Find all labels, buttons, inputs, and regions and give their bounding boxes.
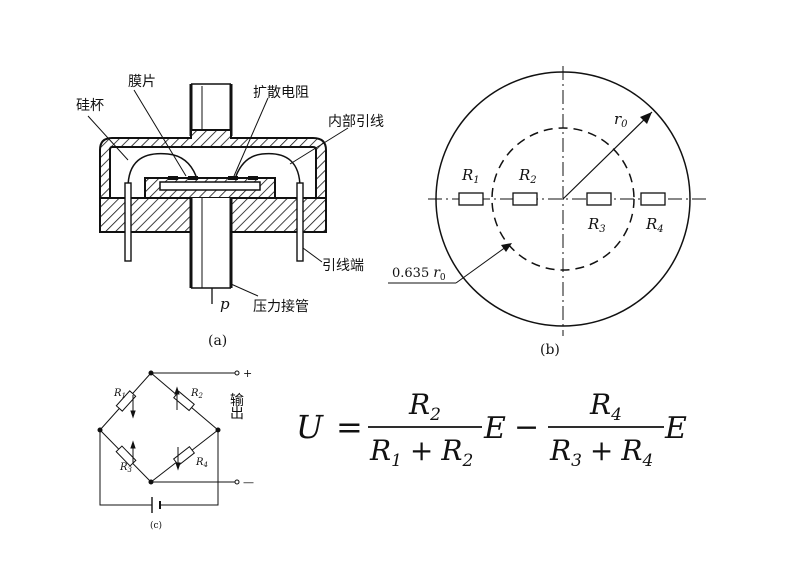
resistor-r4 bbox=[640, 192, 666, 206]
caption-a: (a) bbox=[208, 333, 227, 349]
pressure-tube bbox=[189, 198, 233, 304]
supply-line-right bbox=[160, 430, 219, 506]
bridge-resistor-r1 bbox=[115, 390, 137, 412]
bridge-r4-label: R4 bbox=[195, 457, 208, 469]
resistor-r1-label: R1 bbox=[461, 166, 480, 186]
panel-a-sensor-cross-section: 硅杯 膜片 扩散电阻 内部引线 引线端 压力接管 p (a) bbox=[76, 74, 384, 349]
term1-factor: E bbox=[483, 411, 506, 446]
strain-arrowhead bbox=[130, 440, 136, 449]
term1-denominator: R1+R2 bbox=[369, 434, 473, 471]
term1-numerator: R2 bbox=[408, 388, 441, 425]
lead-terminal-pins bbox=[124, 182, 304, 262]
diaphragm bbox=[159, 181, 261, 191]
formula-minus: − bbox=[514, 410, 539, 445]
label-diffused-resistor: 扩散电阻 bbox=[253, 85, 309, 101]
caption-c: (c) bbox=[150, 520, 162, 531]
leader-lines bbox=[87, 89, 349, 297]
resistor-r3-label: R3 bbox=[587, 215, 606, 235]
radius-label: r0 bbox=[614, 110, 628, 130]
output-plus-label: + bbox=[243, 367, 252, 380]
top-tube bbox=[189, 83, 233, 136]
output-terminal-plus bbox=[234, 370, 240, 376]
output-minus-label: — bbox=[243, 476, 254, 489]
term2-numerator: R4 bbox=[589, 388, 622, 425]
inner-lead-left bbox=[127, 152, 197, 189]
term2-denominator: R3+R4 bbox=[549, 434, 653, 471]
label-pressure: p bbox=[220, 295, 230, 313]
resistor-r1 bbox=[458, 192, 484, 206]
bridge-r3-label: R3 bbox=[119, 462, 133, 474]
term2-factor: E bbox=[664, 411, 687, 446]
radius-arrowhead bbox=[640, 112, 652, 124]
inner-radius-leader bbox=[455, 243, 511, 284]
diffused-resistor bbox=[248, 176, 258, 180]
label-lead-terminal: 引线端 bbox=[322, 258, 364, 274]
output-label-1: 输 bbox=[230, 393, 244, 409]
resistor-r2-label: R2 bbox=[518, 166, 537, 186]
output-terminal-minus bbox=[234, 479, 240, 485]
label-cup: 硅杯 bbox=[76, 98, 104, 114]
bridge-r2-label: R2 bbox=[190, 388, 204, 400]
node-left bbox=[97, 427, 103, 433]
diffused-resistor bbox=[228, 176, 238, 180]
node-top bbox=[148, 370, 154, 376]
bridge-r1-label: R1 bbox=[113, 388, 126, 400]
formula-equals: = bbox=[336, 408, 363, 446]
node-bottom bbox=[148, 479, 154, 485]
label-pressure-tube: 压力接管 bbox=[253, 298, 309, 315]
resistor-r3 bbox=[586, 192, 612, 206]
label-diaphragm: 膜片 bbox=[128, 74, 156, 90]
strain-arrowhead bbox=[174, 386, 180, 395]
inner-lead-right bbox=[235, 152, 301, 189]
bridge-resistor-r4 bbox=[172, 445, 196, 467]
resistor-r4-label: R4 bbox=[645, 215, 664, 235]
caption-b: (b) bbox=[540, 342, 560, 358]
label-inner-lead: 内部引线 bbox=[328, 114, 384, 130]
diffused-resistor bbox=[168, 176, 178, 180]
strain-arrowhead bbox=[175, 462, 181, 471]
bridge-resistor-r2 bbox=[173, 390, 195, 412]
supply-line bbox=[99, 430, 152, 506]
output-voltage-formula: U = R2 R1+R2 E − R4 R3+R4 E bbox=[296, 388, 687, 471]
radius-arrow bbox=[562, 111, 653, 200]
inner-radius-arrowhead bbox=[501, 243, 512, 252]
output-label-2: 出 bbox=[230, 406, 244, 422]
node-right bbox=[215, 427, 221, 433]
diffused-resistor bbox=[188, 176, 198, 180]
strain-arrowhead bbox=[130, 410, 136, 419]
resistor-r2 bbox=[512, 192, 538, 206]
panel-c-bridge-circuit bbox=[97, 370, 240, 513]
formula-lhs: U bbox=[296, 408, 324, 446]
panel-c-labels: R1 R2 R3 R4 + — 输 出 (c) bbox=[113, 367, 254, 531]
